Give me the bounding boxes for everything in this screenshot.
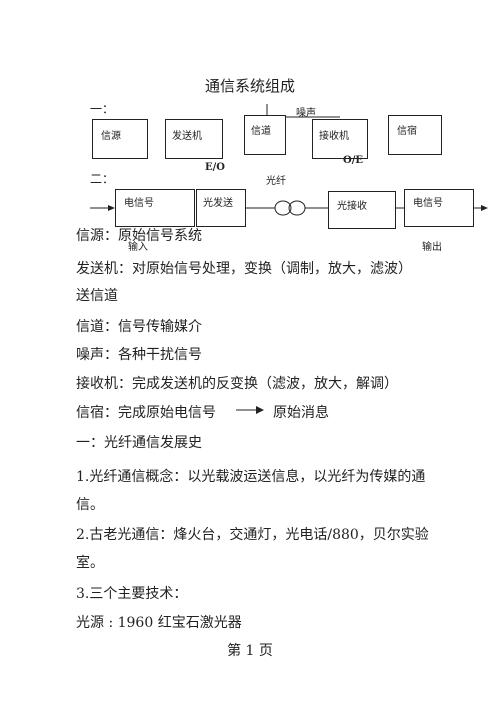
fiber-label: 光纤 bbox=[266, 176, 286, 187]
block-receiver: 接收机 bbox=[312, 119, 368, 159]
eo-label: E/O bbox=[205, 162, 225, 173]
body-line-12: 室。 bbox=[76, 555, 104, 571]
block-electric-in: 电信号 bbox=[115, 189, 195, 227]
output-label: 输出 bbox=[422, 242, 442, 253]
input-arrowhead bbox=[108, 205, 115, 211]
body-line-2: 发送机：对原始信号处理，变换（调制，放大，滤波） bbox=[76, 261, 412, 277]
body-line-5: 噪声：各种干扰信号 bbox=[76, 347, 202, 363]
fiber-coil-1 bbox=[274, 200, 292, 216]
section-label-1: 一： bbox=[90, 102, 115, 116]
body-line-3: 送信道 bbox=[76, 288, 118, 304]
body-line-11: 2.古老光通信：烽火台，交通灯，光电话/880，贝尔实验 bbox=[76, 527, 429, 543]
body-line-14: 光源 : 1960 红宝石激光器 bbox=[76, 615, 242, 631]
block-optical-tx: 光发送 bbox=[196, 189, 246, 227]
section-label-2: 二： bbox=[90, 172, 115, 186]
block-optical-rx: 光接收 bbox=[328, 191, 396, 229]
output-arrowhead bbox=[481, 205, 488, 211]
body-line-8: 一：光纤通信发展史 bbox=[76, 435, 202, 451]
body-line-9: 1.光纤通信概念：以光载波运送信息，以光纤为传媒的通 bbox=[76, 469, 426, 485]
body-line-1: 信源：原始信号系统 bbox=[76, 228, 202, 244]
body-line-13: 3.三个主要技术： bbox=[76, 586, 188, 602]
input-label: 输入 bbox=[128, 242, 148, 253]
block-electric-out: 电信号 bbox=[404, 189, 474, 227]
noise-label: 噪声 bbox=[296, 108, 316, 119]
body-line-7b: 原始消息 bbox=[273, 405, 329, 421]
body-line-4: 信道：信号传输媒介 bbox=[76, 319, 202, 335]
page-footer: 第 1 页 bbox=[227, 643, 273, 659]
oe-label: O/E bbox=[343, 155, 363, 166]
body-line-6: 接收机：完成发送机的反变换（滤波，放大，解调） bbox=[76, 376, 398, 392]
page-title: 通信系统组成 bbox=[204, 77, 295, 95]
block-transmitter: 发送机 bbox=[165, 119, 223, 159]
block-source: 信源 bbox=[92, 119, 148, 159]
text-arrowhead bbox=[256, 406, 264, 414]
body-line-10: 信。 bbox=[76, 497, 104, 513]
body-line-7: 信宿：完成原始电信号 bbox=[76, 405, 216, 421]
block-channel: 信道 bbox=[244, 115, 286, 155]
block-sink: 信宿 bbox=[388, 115, 442, 155]
